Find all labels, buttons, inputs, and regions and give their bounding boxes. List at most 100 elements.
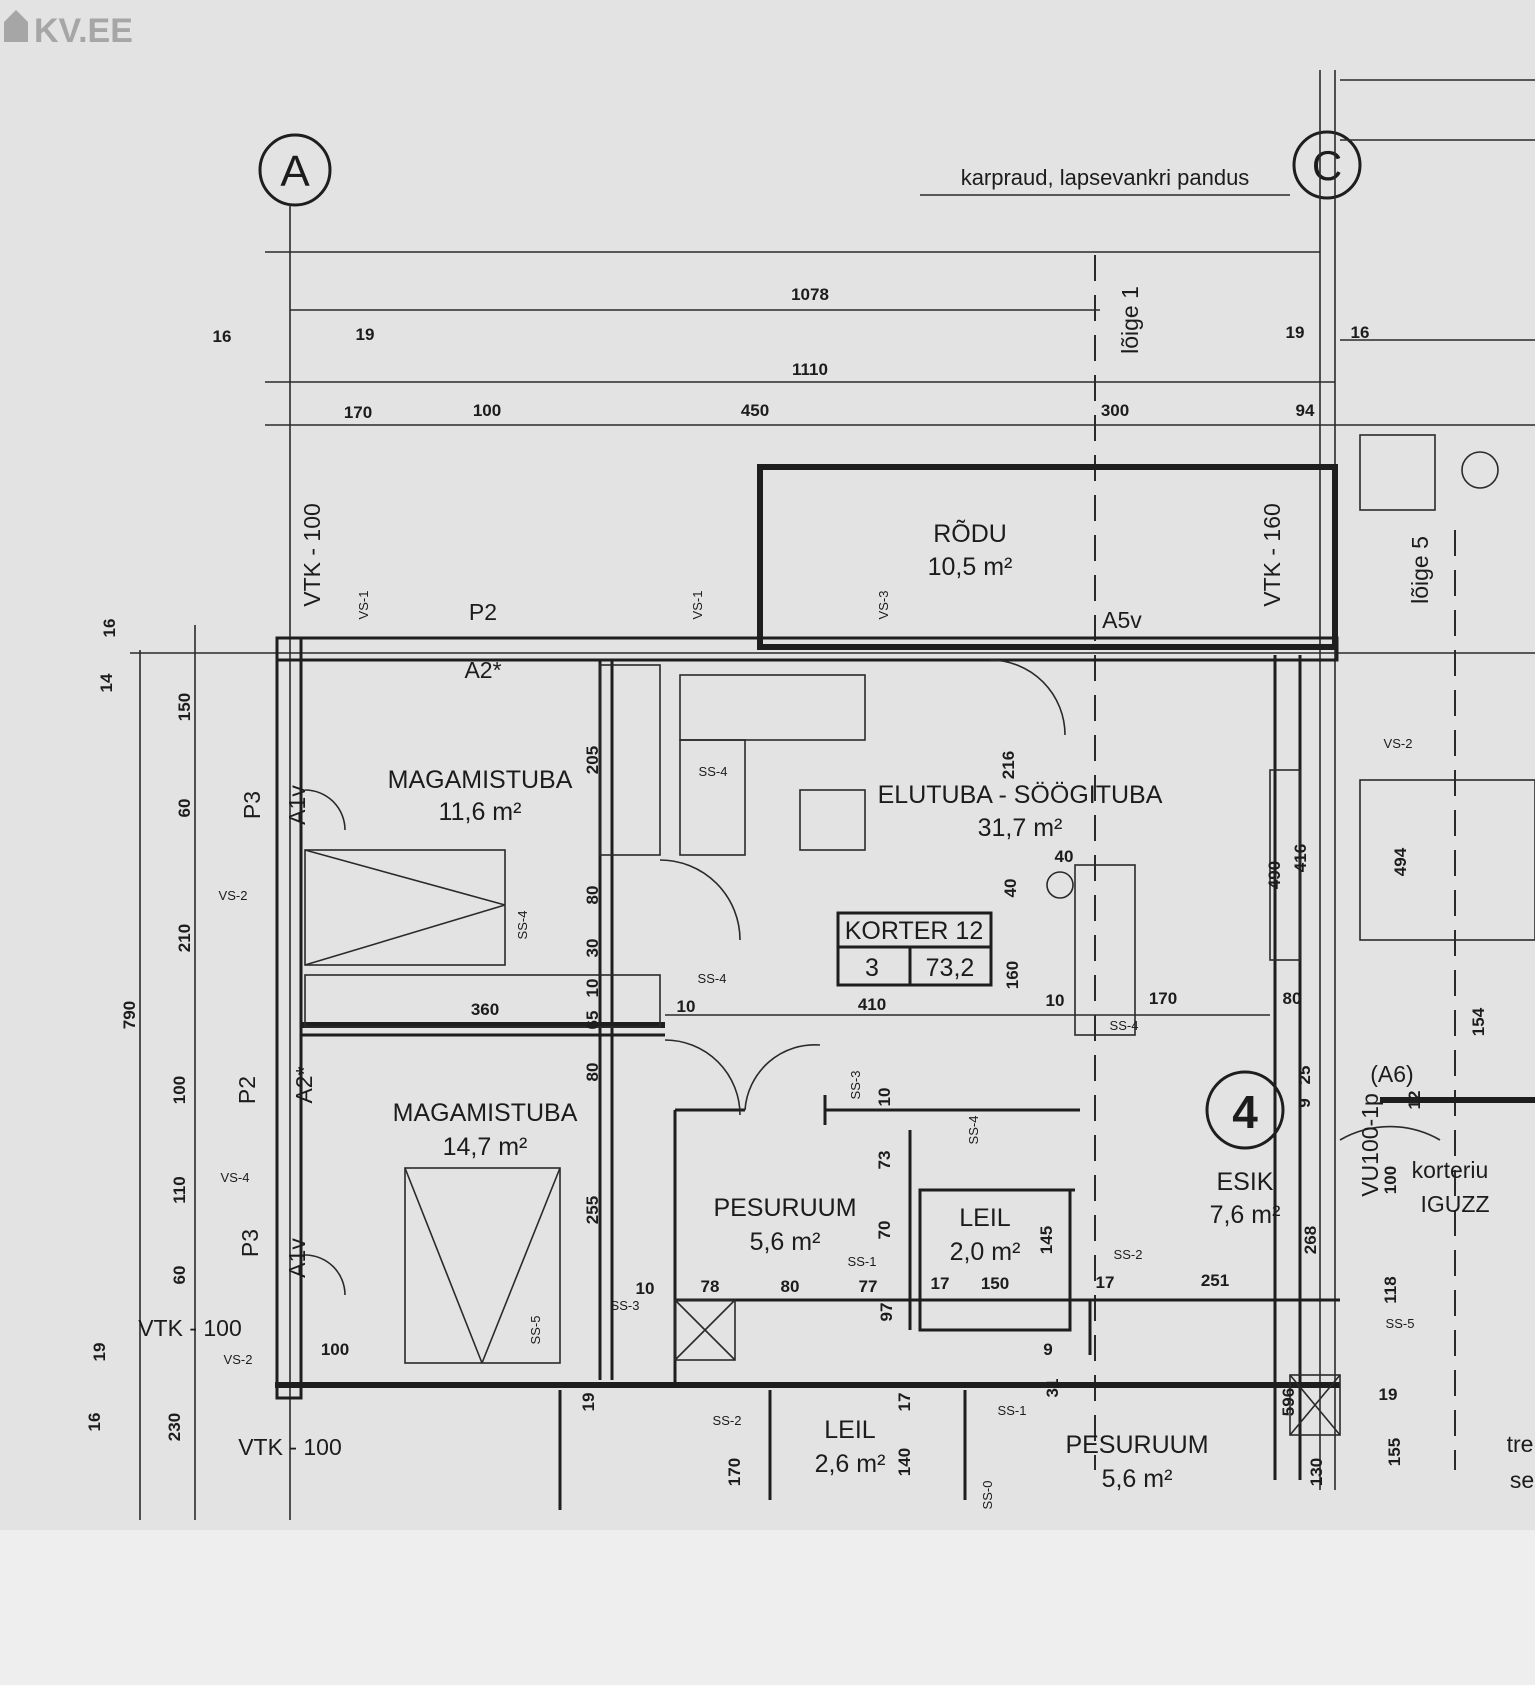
window-label-p2: P2 (234, 1076, 260, 1104)
walls (275, 434, 1535, 1510)
dimension: 97 (877, 1303, 896, 1322)
tag: SS-3 (848, 1071, 863, 1100)
dimension: 60 (170, 1266, 189, 1285)
dimension: 73 (875, 1151, 894, 1170)
dimension: 60 (175, 799, 194, 818)
grid-bubble-c (1292, 130, 1362, 200)
dimension: 170 (1149, 989, 1177, 1008)
room-name-bedroom-2: MAGAMISTUBA (393, 1099, 578, 1127)
tag: SS-3 (611, 1298, 640, 1313)
dimension: 17 (1096, 1273, 1115, 1292)
apartment-room-count: 3 (865, 954, 879, 982)
section-tags: VS-1 VS-1 VS-3 VS-2 VS-4 VS-2 VS-2 SS-4 … (219, 591, 1415, 1510)
dimension: 77 (859, 1277, 878, 1296)
tag: VS-1 (356, 591, 371, 620)
dimension: 210 (175, 924, 194, 952)
tag: SS-0 (980, 1481, 995, 1510)
apartment-total-area: 73,2 (926, 954, 975, 982)
paper-bottom (0, 1530, 1535, 1685)
dimension: 300 (1101, 401, 1129, 420)
tag: VS-2 (224, 1352, 253, 1367)
tag: VS-1 (690, 591, 705, 620)
dimension: 78 (701, 1277, 720, 1296)
door-type-vu: VU100-1p (1357, 1093, 1383, 1197)
kv-ee-logo: KV.EE (4, 10, 133, 50)
window-label-p2: P2 (469, 599, 497, 625)
dimension: 150 (175, 693, 194, 721)
dimension: 19 (579, 1393, 598, 1412)
grid-bubble-a (258, 133, 332, 207)
dimension-lines (130, 70, 1535, 1520)
door-type-a5v: A5v (1102, 607, 1142, 633)
grid-label-a: A (280, 147, 310, 196)
room-area-sauna-1: 2,0 m² (950, 1238, 1021, 1266)
dimension: 216 (999, 751, 1018, 779)
left-dimensions: 14 16 150 60 210 790 100 110 60 19 16 23… (85, 619, 349, 1442)
window-label-p3: P3 (239, 791, 265, 819)
wall-type-vtk100-top: VTK - 100 (299, 503, 325, 607)
apartment-info-box: KORTER 12 3 73,2 (836, 911, 993, 987)
dimension: 80 (781, 1277, 800, 1296)
tag: SS-4 (699, 764, 728, 779)
dimension: 155 (1385, 1438, 1404, 1466)
room-area-hallway: 7,6 m² (1210, 1201, 1281, 1229)
dimension: 9 (1043, 1340, 1052, 1359)
room-name-living-dining: ELUTUBA - SÖÖGITUBA (878, 781, 1163, 809)
room-area-bathroom-2: 5,6 m² (1102, 1465, 1173, 1493)
tag: VS-3 (876, 591, 891, 620)
tag: SS-5 (1386, 1316, 1415, 1331)
tag: SS-4 (966, 1116, 981, 1145)
dimension: 12 (1405, 1091, 1424, 1110)
room-name-sauna-1: LEIL (959, 1204, 1011, 1232)
window-type-a6: (A6) (1370, 1061, 1413, 1087)
dimension: 40 (1055, 847, 1074, 866)
room-name-sauna-2: LEIL (824, 1416, 876, 1444)
logo-text: KV.EE (34, 12, 133, 50)
tag: SS-4 (1110, 1018, 1139, 1033)
dimension: 19 (356, 325, 375, 344)
dimension: 255 (583, 1196, 602, 1224)
room-area-balcony: 10,5 m² (928, 553, 1013, 581)
dimension: 19 (90, 1343, 109, 1362)
stair-label-1: tre (1507, 1431, 1534, 1457)
room-area-sauna-2: 2,6 m² (815, 1450, 886, 1478)
dimension: 160 (1003, 961, 1022, 989)
dimension: 100 (473, 401, 501, 420)
window-label-p3: P3 (237, 1229, 263, 1257)
dimension: 25 (1295, 1066, 1314, 1085)
window-label-a2: A2* (464, 657, 501, 683)
dimension: 268 (1301, 1226, 1320, 1254)
dimension: 596 (1279, 1388, 1298, 1416)
room-area-bathroom-1: 5,6 m² (750, 1228, 821, 1256)
dimension: 205 (583, 746, 602, 774)
tag: SS-5 (528, 1316, 543, 1345)
dimension: 40 (1001, 879, 1020, 898)
section-marker-5: lõige 5 (1407, 536, 1433, 604)
wall-type-vtk100-a: VTK - 100 (138, 1315, 242, 1341)
dimension: 790 (120, 1001, 139, 1029)
dimension: 30 (583, 939, 602, 958)
dimension: 19 (1286, 323, 1305, 342)
dimension: 16 (100, 619, 119, 638)
room-name-hallway: ESIK (1217, 1168, 1274, 1196)
dimension: 110 (170, 1176, 189, 1203)
dimension: 80 (583, 886, 602, 905)
dimension: 10 (1046, 991, 1065, 1010)
window-label-a1v: A1v (284, 785, 310, 825)
tag: SS-2 (1114, 1247, 1143, 1262)
dimension: 70 (875, 1221, 894, 1240)
room-name-bathroom-2: PESURUUM (1065, 1431, 1208, 1459)
top-note: karpraud, lapsevankri pandus (961, 165, 1250, 190)
dimension: 450 (741, 401, 769, 420)
dimension: 16 (1351, 323, 1370, 342)
grid-label-c: C (1312, 142, 1342, 189)
room-area-living-dining: 31,7 m² (978, 814, 1063, 842)
dimension: 1110 (792, 360, 828, 379)
dimension: 494 (1391, 847, 1410, 876)
tag: SS-1 (848, 1254, 877, 1269)
house-icon (4, 10, 28, 42)
window-label-a2: A2* (291, 1066, 317, 1103)
section-marker-1: lõige 1 (1117, 286, 1143, 354)
dimension: 100 (1381, 1166, 1400, 1194)
grid-bubble-4 (1205, 1070, 1285, 1150)
